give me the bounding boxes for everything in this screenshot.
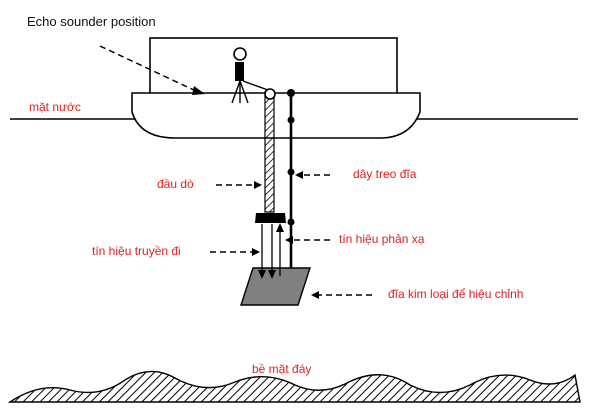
pole-mount [264,88,276,100]
label-seabed: bề mặt đáy [252,362,311,376]
transmitted-signal-arrows [258,224,276,279]
metal-disk [240,267,311,306]
label-transmitted-signal: tín hiệu truyền đi [92,244,181,258]
label-reflected-signal: tín hiệu phản xạ [339,232,425,246]
label-echo-position: Echo sounder position [27,14,156,29]
seabed [7,370,581,403]
boat-hull [131,92,421,139]
person-figure [231,47,269,104]
transducer-pole [264,91,275,213]
pointer-echo-position [99,45,199,93]
reflected-signal-arrow [276,223,284,276]
transducer-head [255,213,286,223]
label-transducer: đầu dò [157,177,194,191]
boat-cabin [149,37,398,95]
label-water-surface: mặt nước [29,100,81,114]
label-disk-cable: dây treo đĩa [353,167,417,181]
label-metal-disk: đĩa kim loại để hiệu chỉnh [388,287,523,301]
